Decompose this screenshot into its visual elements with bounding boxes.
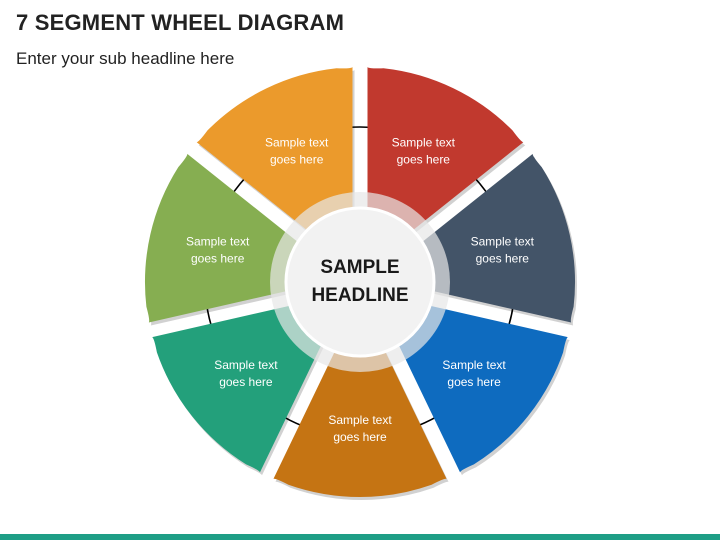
center-headline-line2: HEADLINE (311, 285, 408, 306)
wheel-segment-7: Sample text goes here (196, 67, 355, 239)
segment-label-line1: Sample text (214, 358, 278, 372)
segment-label-line2: goes here (397, 153, 451, 167)
segment-shape (394, 303, 568, 473)
segment-label-line1: Sample text (392, 136, 456, 150)
wheel-segment-5: Sample text goes here (152, 303, 328, 476)
segment-shape (367, 67, 524, 236)
segment-shape (415, 153, 576, 323)
segment-label-line2: goes here (191, 252, 245, 266)
segment-label-line1: Sample text (328, 413, 392, 427)
segment-shape (152, 303, 326, 473)
wheel-segment-1: Sample text goes here (367, 67, 526, 239)
wheel-segment-2: Sample text goes here (415, 153, 578, 326)
center-circle (284, 206, 436, 358)
wheel-segment-6: Sample text goes here (144, 153, 307, 326)
segment-label-line2: goes here (447, 375, 501, 389)
segment-label-line1: Sample text (265, 136, 329, 150)
segment-shape (196, 67, 353, 236)
segment-label-line2: goes here (333, 430, 387, 444)
segment-label-line2: goes here (476, 252, 530, 266)
center-headline-line1: SAMPLE (320, 257, 399, 278)
segment-label-line2: goes here (270, 153, 324, 167)
slide-subtitle: Enter your sub headline here (16, 49, 235, 68)
segment-label-line1: Sample text (186, 235, 250, 249)
bottom-accent-bar (0, 534, 720, 540)
wheel-segment-3: Sample text goes here (394, 303, 570, 476)
segment-shape (144, 153, 305, 323)
segment-shape (273, 343, 447, 497)
segment-label-line1: Sample text (471, 235, 535, 249)
slide-title: 7 SEGMENT WHEEL DIAGRAM (16, 10, 345, 35)
segment-label-line2: goes here (219, 375, 273, 389)
wheel-segment-4: Sample text goes here (273, 343, 449, 500)
segment-label-line1: Sample text (442, 358, 506, 372)
